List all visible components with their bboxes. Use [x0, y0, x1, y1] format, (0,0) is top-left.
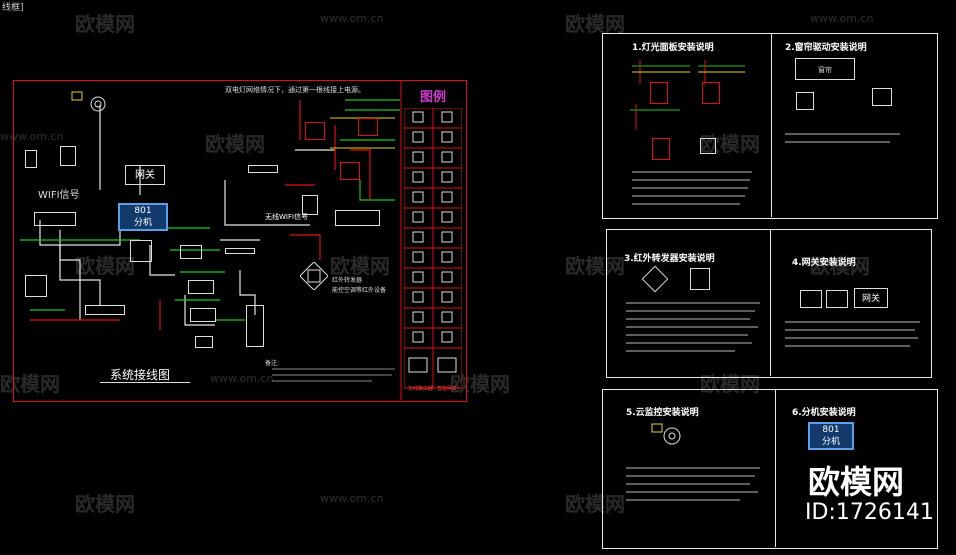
notes-title: 备注:	[265, 360, 280, 367]
watermark-logo: 欧模网	[700, 372, 760, 396]
notes-text-lines	[272, 366, 397, 384]
curtain-switch	[796, 92, 814, 110]
watermark-logo: 欧模网	[75, 492, 135, 516]
curtain-controller	[872, 88, 892, 106]
controller-box	[180, 245, 202, 259]
switch-box	[85, 305, 125, 315]
module-box	[188, 280, 214, 294]
resource-id: ID:1726141	[805, 500, 934, 525]
watermark-logo: 欧模网	[565, 12, 625, 36]
panel-2-title: 2.窗帘驱动安装说明	[785, 43, 867, 53]
panel-1-title: 1.灯光面板安装说明	[632, 43, 714, 53]
panel-1-switch	[652, 138, 670, 160]
watermark-logo: 欧模网	[810, 254, 870, 278]
watermark-logo: 欧模网	[75, 254, 135, 278]
wifi-label: WIFI信号	[38, 190, 80, 201]
panel-6-title: 6.分机安装说明	[792, 408, 856, 418]
curtain-label: 窗帘	[818, 66, 832, 74]
camera-icon	[650, 420, 684, 448]
watermark-logo: 欧模网	[450, 372, 510, 396]
door-sensor	[248, 165, 278, 173]
panel-1-control	[700, 138, 716, 154]
panel-5-title: 5.云监控安装说明	[626, 408, 699, 418]
router-icon	[34, 212, 76, 226]
brand-watermark: 欧模网	[808, 463, 905, 501]
panel-3-title: 3.红外转发器安装说明	[624, 254, 715, 264]
instruction-panel-middle	[606, 229, 932, 378]
room-number: 801	[134, 206, 152, 216]
gateway-box: 网关	[125, 165, 165, 185]
socket-icon	[826, 290, 848, 308]
extension-screen: 801 分机	[118, 203, 168, 231]
camera-icon	[70, 90, 110, 115]
extension-screen: 801 分机	[808, 422, 854, 450]
instruction-panel-top	[602, 33, 938, 219]
cabinet-box	[246, 305, 264, 347]
panel-1-switch	[702, 82, 720, 104]
panel-4-title: 4.网关安装说明	[792, 258, 856, 268]
socket-icon	[800, 290, 822, 308]
light-panel	[358, 118, 378, 136]
tablet-icon	[60, 146, 76, 166]
ir-transmitter-icon	[300, 262, 328, 290]
watermark-logo: 欧模网	[75, 12, 135, 36]
legend-gateway-label: 智能网关	[437, 386, 458, 392]
system-title: 系统接线图	[110, 368, 171, 382]
watermark-logo: 欧模网	[205, 132, 265, 156]
panel-divider	[770, 229, 771, 376]
watermark-url: www.om.cn	[0, 130, 64, 143]
hub-box	[25, 275, 47, 297]
instruction-panel-bottom	[602, 389, 938, 549]
control-panel	[302, 195, 318, 215]
panel-6-room-number: 801	[822, 425, 840, 435]
panel-1-switch	[650, 82, 668, 104]
legend-grid	[404, 108, 462, 398]
panel-divider	[771, 33, 772, 217]
sensor-box	[195, 336, 213, 348]
phone-icon	[25, 150, 37, 168]
watermark-url: www.om.cn	[810, 12, 874, 25]
door-phone-icon	[130, 240, 152, 262]
curtain-rail	[225, 248, 255, 254]
panel-6-extension-label: 分机	[821, 437, 840, 447]
ir-label-2: 能控空调等红外设备	[332, 287, 387, 294]
gateway-box: 网关	[854, 288, 888, 308]
panel-divider	[775, 389, 776, 547]
light-panel	[340, 162, 360, 180]
light-panel	[305, 122, 325, 140]
system-title-underline	[100, 382, 190, 383]
system-wiring-frame	[13, 80, 467, 402]
watermark-logo: 欧模网	[0, 372, 60, 396]
watermark-logo: 欧模网	[565, 254, 625, 278]
curtain-box: 窗帘	[795, 58, 855, 80]
watermark-url: www.om.cn	[320, 12, 384, 25]
ir-label-1: 红外转发器	[332, 277, 363, 284]
watermark-logo: 欧模网	[330, 254, 390, 278]
legend-router-label: 无线路由器	[408, 386, 434, 392]
gateway-label: 网关	[135, 170, 155, 181]
watermark-logo: 欧模网	[700, 132, 760, 156]
window-tab-title[interactable]: 线框]	[2, 3, 24, 13]
extension-label: 分机	[133, 218, 152, 228]
watermark-logo: 欧模网	[565, 492, 625, 516]
legend-title: 图例	[420, 90, 447, 105]
watermark-url: www.om.cn	[210, 372, 274, 385]
watermark-url: www.om.cn	[320, 492, 384, 505]
top-note: 双电灯网络情况下，通过第一根线接上电源。	[225, 86, 365, 94]
ir-transmitter-icon	[642, 266, 668, 292]
panel-4-gateway-label: 网关	[861, 294, 880, 304]
curtain-motor	[335, 210, 380, 226]
module-box	[190, 308, 216, 322]
ir-device	[690, 268, 710, 290]
wireless-label: 无线WIFI信号	[265, 213, 309, 221]
